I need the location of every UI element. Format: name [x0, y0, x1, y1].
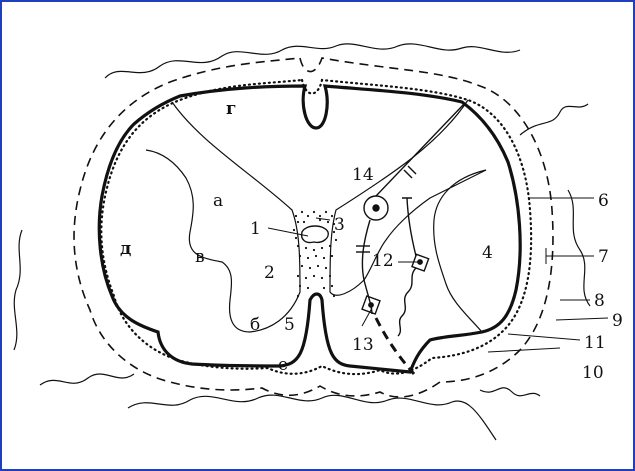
motor-neuron-nucleus — [418, 260, 422, 264]
label-e: е — [278, 355, 288, 375]
ventral-root-dashed — [376, 318, 414, 374]
leader-3 — [316, 218, 330, 220]
grey-matter-left-half — [146, 102, 300, 332]
interneuron-nucleus — [369, 303, 373, 307]
bottom-left-wavy-line — [40, 374, 134, 385]
sensory-neuron-nucleus — [373, 205, 379, 211]
label-v: в — [195, 247, 205, 267]
synapse-mark-top-a — [404, 170, 412, 178]
label-10: 10 — [582, 363, 604, 383]
right-upper-wavy-line — [520, 104, 588, 135]
right-anterior-horn — [434, 170, 486, 332]
leader-11 — [508, 334, 580, 340]
bottom-right-wavy-line — [480, 388, 540, 396]
central-canal — [302, 226, 329, 243]
right-wavy-line — [568, 190, 590, 306]
label-3: 3 — [334, 215, 345, 235]
label-2: 2 — [264, 263, 275, 283]
leader-9 — [556, 318, 608, 320]
motor-axon-wavy — [398, 268, 416, 336]
label-9: 9 — [612, 311, 623, 331]
label-1: 1 — [250, 219, 261, 239]
leader-lines — [268, 198, 608, 352]
label-12: 12 — [372, 251, 394, 271]
label-14: 14 — [352, 165, 374, 185]
synapse-mark-top-b — [408, 166, 416, 174]
leader-10 — [488, 348, 560, 352]
label-4: 4 — [482, 243, 493, 263]
motor-neuron-process — [402, 198, 416, 256]
dotted-membrane — [101, 80, 531, 374]
label-13: 13 — [352, 335, 374, 355]
label-d: д — [120, 239, 131, 259]
label-a: а — [213, 191, 223, 211]
label-11: 11 — [584, 333, 606, 353]
label-g: г — [226, 99, 236, 119]
label-8: 8 — [594, 291, 605, 311]
label-b: б — [250, 315, 260, 335]
top-wavy-line — [105, 44, 520, 78]
dorsal-root-line — [376, 104, 464, 196]
label-5: 5 — [284, 315, 295, 335]
label-6: 6 — [598, 191, 609, 211]
spinal-cord-outline — [99, 86, 520, 372]
bottom-wavy-line — [128, 395, 496, 440]
label-7: 7 — [598, 247, 609, 267]
neural-pathway — [356, 104, 464, 374]
left-wavy-line — [14, 230, 22, 350]
